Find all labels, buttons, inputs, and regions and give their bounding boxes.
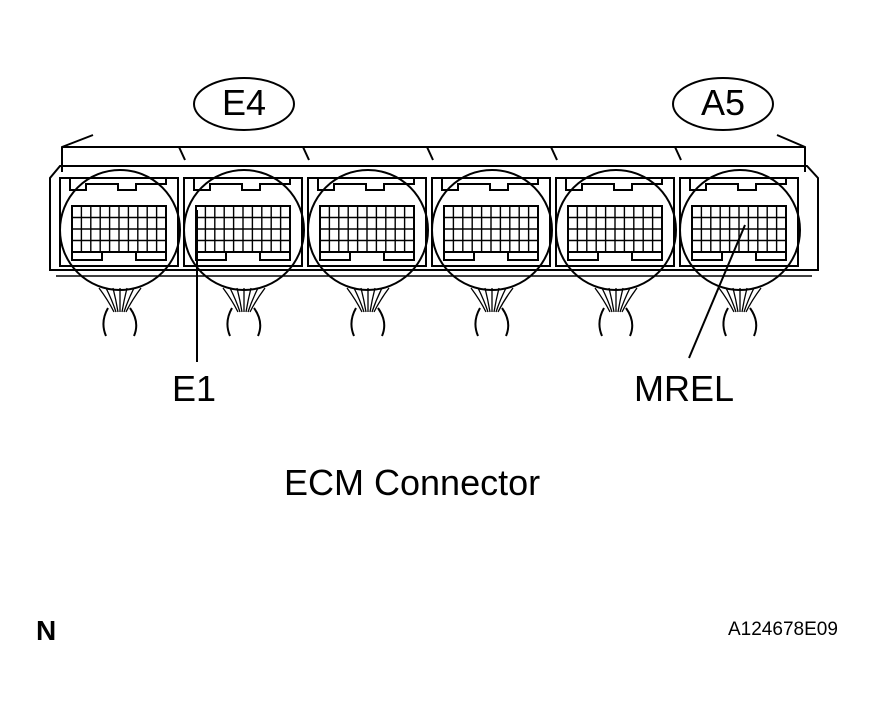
corner-mark: N xyxy=(36,615,57,646)
connector-circle xyxy=(183,169,305,291)
ecm-housing xyxy=(49,165,819,271)
connector-circle xyxy=(59,169,181,291)
connector-block xyxy=(178,146,305,337)
pin-grid-step xyxy=(71,252,167,261)
tag-e4-label: E4 xyxy=(221,82,267,123)
connector-block xyxy=(550,146,677,337)
bracket-divider xyxy=(674,146,682,161)
harness-wires xyxy=(594,287,638,313)
connector-circle xyxy=(307,169,429,291)
tag-a5-oval xyxy=(672,77,774,131)
connector-key xyxy=(565,178,663,191)
tag-e4-oval xyxy=(193,77,295,131)
connector-key xyxy=(69,178,167,191)
connector-block xyxy=(426,146,553,337)
bracket-divider xyxy=(178,146,186,161)
harness-bundle xyxy=(226,307,262,337)
tag-a5-label: A5 xyxy=(700,82,746,123)
bracket-divider xyxy=(550,146,558,161)
harness-wires xyxy=(222,287,266,313)
figure-id: A124678E09 xyxy=(728,619,838,640)
harness-wires xyxy=(346,287,390,313)
harness-wires xyxy=(470,287,514,313)
connector-circle xyxy=(555,169,677,291)
harness-bundle xyxy=(598,307,634,337)
harness-bundle xyxy=(722,307,758,337)
pin-mrel-label: MREL xyxy=(634,368,735,409)
connector-block xyxy=(59,169,181,337)
diagram-caption: ECM Connector xyxy=(284,462,541,503)
pin-grid-step xyxy=(443,252,539,261)
connector-circle xyxy=(679,169,801,291)
pin-grid-step xyxy=(195,252,291,261)
pin-grid-step xyxy=(319,252,415,261)
connector-block xyxy=(674,146,801,337)
harness-wires xyxy=(98,287,142,313)
harness-bundle xyxy=(474,307,510,337)
connector-block xyxy=(302,146,429,337)
bracket-divider xyxy=(426,146,434,161)
pin-e1-label: E1 xyxy=(172,368,217,409)
harness-bundle xyxy=(350,307,386,337)
connector-key xyxy=(441,178,539,191)
pin-grid-step xyxy=(567,252,663,261)
pin-mrel-leader xyxy=(688,224,746,359)
harness-bundle xyxy=(102,307,138,337)
pin-grid-step xyxy=(691,252,787,261)
connector-key xyxy=(317,178,415,191)
connector-circle xyxy=(431,169,553,291)
connector-key xyxy=(193,178,291,191)
bracket-divider xyxy=(302,146,310,161)
connector-key xyxy=(689,178,787,191)
harness-wires xyxy=(718,287,762,313)
